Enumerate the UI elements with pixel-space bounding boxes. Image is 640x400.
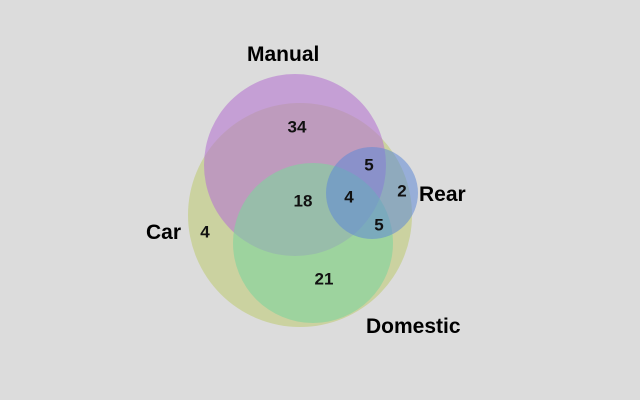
region-count-car-domestic-rear: 5 [374, 215, 383, 234]
region-count-car-manual-domestic: 18 [294, 191, 313, 210]
set-label-domestic: Domestic [366, 315, 461, 338]
set-circle-rear [326, 147, 418, 239]
region-count-all-four: 4 [344, 187, 354, 206]
region-count-rear-only: 2 [397, 181, 406, 200]
region-count-car-manual: 34 [288, 117, 307, 136]
set-label-rear: Rear [419, 183, 466, 206]
region-count-car-manual-rear: 5 [364, 155, 373, 174]
region-count-car-domestic: 21 [315, 269, 334, 288]
set-label-car: Car [146, 221, 181, 244]
region-count-car-only: 4 [200, 222, 210, 241]
set-label-manual: Manual [247, 43, 319, 66]
